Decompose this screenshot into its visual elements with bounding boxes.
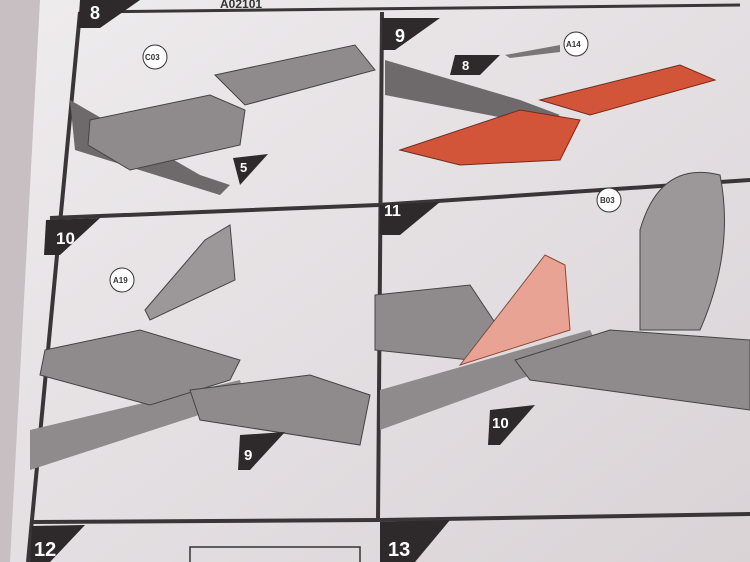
step-10-illustration: A19 9 [30, 224, 371, 470]
step-12-badge: 12 [30, 525, 85, 562]
step-9-badge: 9 [382, 18, 440, 50]
svg-text:9: 9 [395, 26, 405, 46]
step-11-illustration: B03 10 [374, 171, 750, 445]
svg-text:10: 10 [492, 415, 509, 432]
step-10-badge: 10 [44, 218, 100, 255]
svg-text:8: 8 [462, 58, 469, 73]
step-12-box [189, 546, 361, 562]
svg-text:11: 11 [384, 203, 401, 220]
svg-text:10: 10 [56, 229, 75, 248]
svg-text:A14: A14 [566, 40, 581, 49]
step-11-badge: 11 [380, 202, 440, 235]
svg-text:A19: A19 [113, 276, 128, 285]
svg-text:13: 13 [388, 539, 410, 561]
svg-text:8: 8 [90, 3, 100, 23]
svg-text:12: 12 [34, 539, 56, 561]
svg-text:5: 5 [240, 160, 247, 175]
header-code: A02101 [220, 0, 262, 11]
step-8-badge: 8 [78, 0, 140, 28]
step-13-badge: 13 [380, 520, 450, 562]
svg-text:C03: C03 [145, 53, 160, 62]
step-8-illustration: C03 5 [70, 44, 376, 195]
svg-text:9: 9 [244, 447, 252, 464]
step-9-illustration: 8 A14 [385, 31, 717, 166]
svg-text:B03: B03 [600, 196, 615, 205]
